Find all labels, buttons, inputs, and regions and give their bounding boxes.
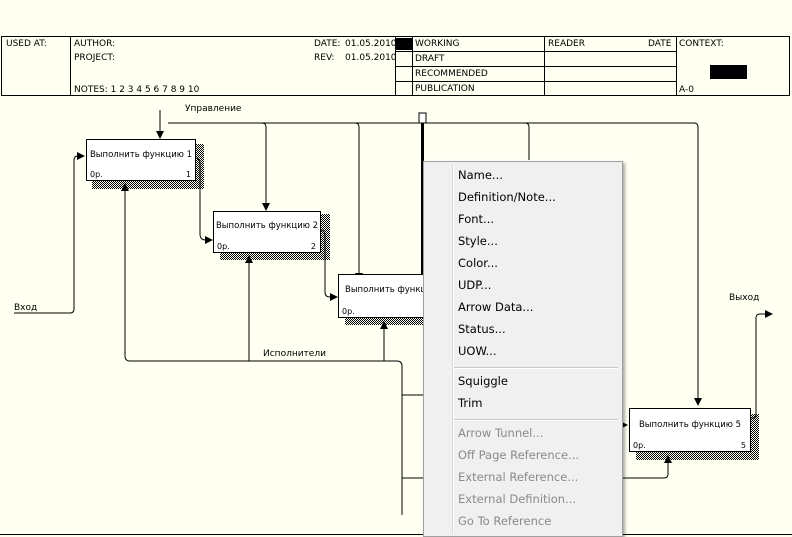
menu-item-uow[interactable]: UOW...: [458, 344, 497, 358]
control-label: Управление: [185, 104, 242, 114]
control-to-block5[interactable]: [168, 122, 702, 406]
menu-item-off-page-reference[interactable]: Off Page Reference...: [458, 448, 580, 462]
menu-item-arrow-tunnel[interactable]: Arrow Tunnel...: [458, 426, 544, 440]
menu-item-go-to-reference[interactable]: Go To Reference: [458, 514, 552, 528]
menu-item-status[interactable]: Status...: [458, 322, 506, 336]
menu-item-color[interactable]: Color...: [458, 256, 498, 270]
block-3-cost: 0р.: [342, 307, 355, 316]
status-working: WORKING: [415, 39, 460, 49]
block-2-label: Выполнить функцию 2: [215, 221, 319, 231]
block-1-cost: 0р.: [90, 170, 103, 179]
project-label: PROJECT:: [74, 53, 115, 63]
input-label: Вход: [14, 303, 38, 313]
canvas-bottom-border: [0, 534, 792, 535]
mechanism-label: Исполнители: [263, 349, 326, 359]
input-arrow[interactable]: [14, 152, 85, 314]
menu-separator-1: [454, 367, 618, 369]
menu-item-external-reference[interactable]: External Reference...: [458, 470, 579, 484]
working-marker: [396, 38, 412, 50]
node-number: A-0: [679, 85, 694, 95]
rev-label: REV:: [314, 53, 335, 63]
function-block-5[interactable]: Выполнить функцию 5 0р. 5: [629, 408, 751, 452]
arrow-context-menu: Name... Definition/Note... Font... Style…: [423, 161, 623, 537]
mechanism-to-block5[interactable]: [622, 455, 672, 479]
menu-item-squiggle[interactable]: Squiggle: [458, 374, 508, 388]
control-to-block2[interactable]: [261, 122, 270, 211]
control-branch[interactable]: [524, 122, 530, 160]
block-5-number: 5: [740, 441, 746, 450]
status-draft: DRAFT: [415, 54, 445, 64]
block-1-label: Выполнить функцию 1: [89, 150, 193, 160]
mechanism-arrow[interactable]: [121, 183, 403, 515]
context-thumbnail: [710, 65, 747, 79]
menu-item-font[interactable]: Font...: [458, 212, 495, 226]
status-recommended: RECOMMENDED: [415, 69, 488, 79]
output-arrow[interactable]: [750, 310, 773, 419]
rev-value: 01.05.2010: [345, 53, 397, 63]
date-column-label: DATE: [648, 39, 672, 49]
menu-item-name[interactable]: Name...: [458, 168, 503, 182]
selection-handle[interactable]: [418, 112, 427, 124]
author-label: AUTHOR:: [74, 39, 116, 49]
function-block-3[interactable]: Выполнить функц 0р.: [338, 274, 426, 318]
selected-arrow[interactable]: [421, 118, 424, 280]
date-label: DATE:: [314, 39, 341, 49]
menu-item-style[interactable]: Style...: [458, 234, 498, 248]
block-1-number: 1: [185, 170, 191, 179]
control-to-block3[interactable]: [354, 122, 363, 281]
function-block-1[interactable]: Выполнить функцию 1 0р. 1: [86, 139, 196, 181]
block-3-label: Выполнить функц: [345, 285, 426, 295]
menu-item-trim[interactable]: Trim: [458, 396, 483, 410]
block-2-number: 2: [310, 242, 316, 251]
menu-item-definition-note[interactable]: Definition/Note...: [458, 190, 556, 204]
notes-label: NOTES: 1 2 3 4 5 6 7 8 9 10: [74, 85, 200, 95]
output-label: Выход: [729, 293, 760, 303]
context-label: CONTEXT:: [679, 39, 724, 49]
menu-item-external-definition[interactable]: External Definition...: [458, 492, 577, 506]
used-at-label: USED AT:: [6, 39, 47, 49]
menu-item-udp[interactable]: UDP...: [458, 278, 492, 292]
block-5-cost: 0р.: [633, 441, 646, 450]
block-5-label: Выполнить функцию 5: [638, 420, 742, 430]
menu-item-arrow-data[interactable]: Arrow Data...: [458, 300, 534, 314]
reader-label: READER: [548, 39, 585, 49]
block-2-cost: 0р.: [217, 242, 230, 251]
date-value: 01.05.2010: [345, 39, 397, 49]
diagram-header: USED AT: AUTHOR: PROJECT: NOTES: 1 2 3 4…: [1, 36, 790, 96]
menu-separator-2: [454, 419, 618, 421]
status-publication: PUBLICATION: [415, 84, 475, 94]
function-block-2[interactable]: Выполнить функцию 2 0р. 2: [213, 211, 321, 253]
